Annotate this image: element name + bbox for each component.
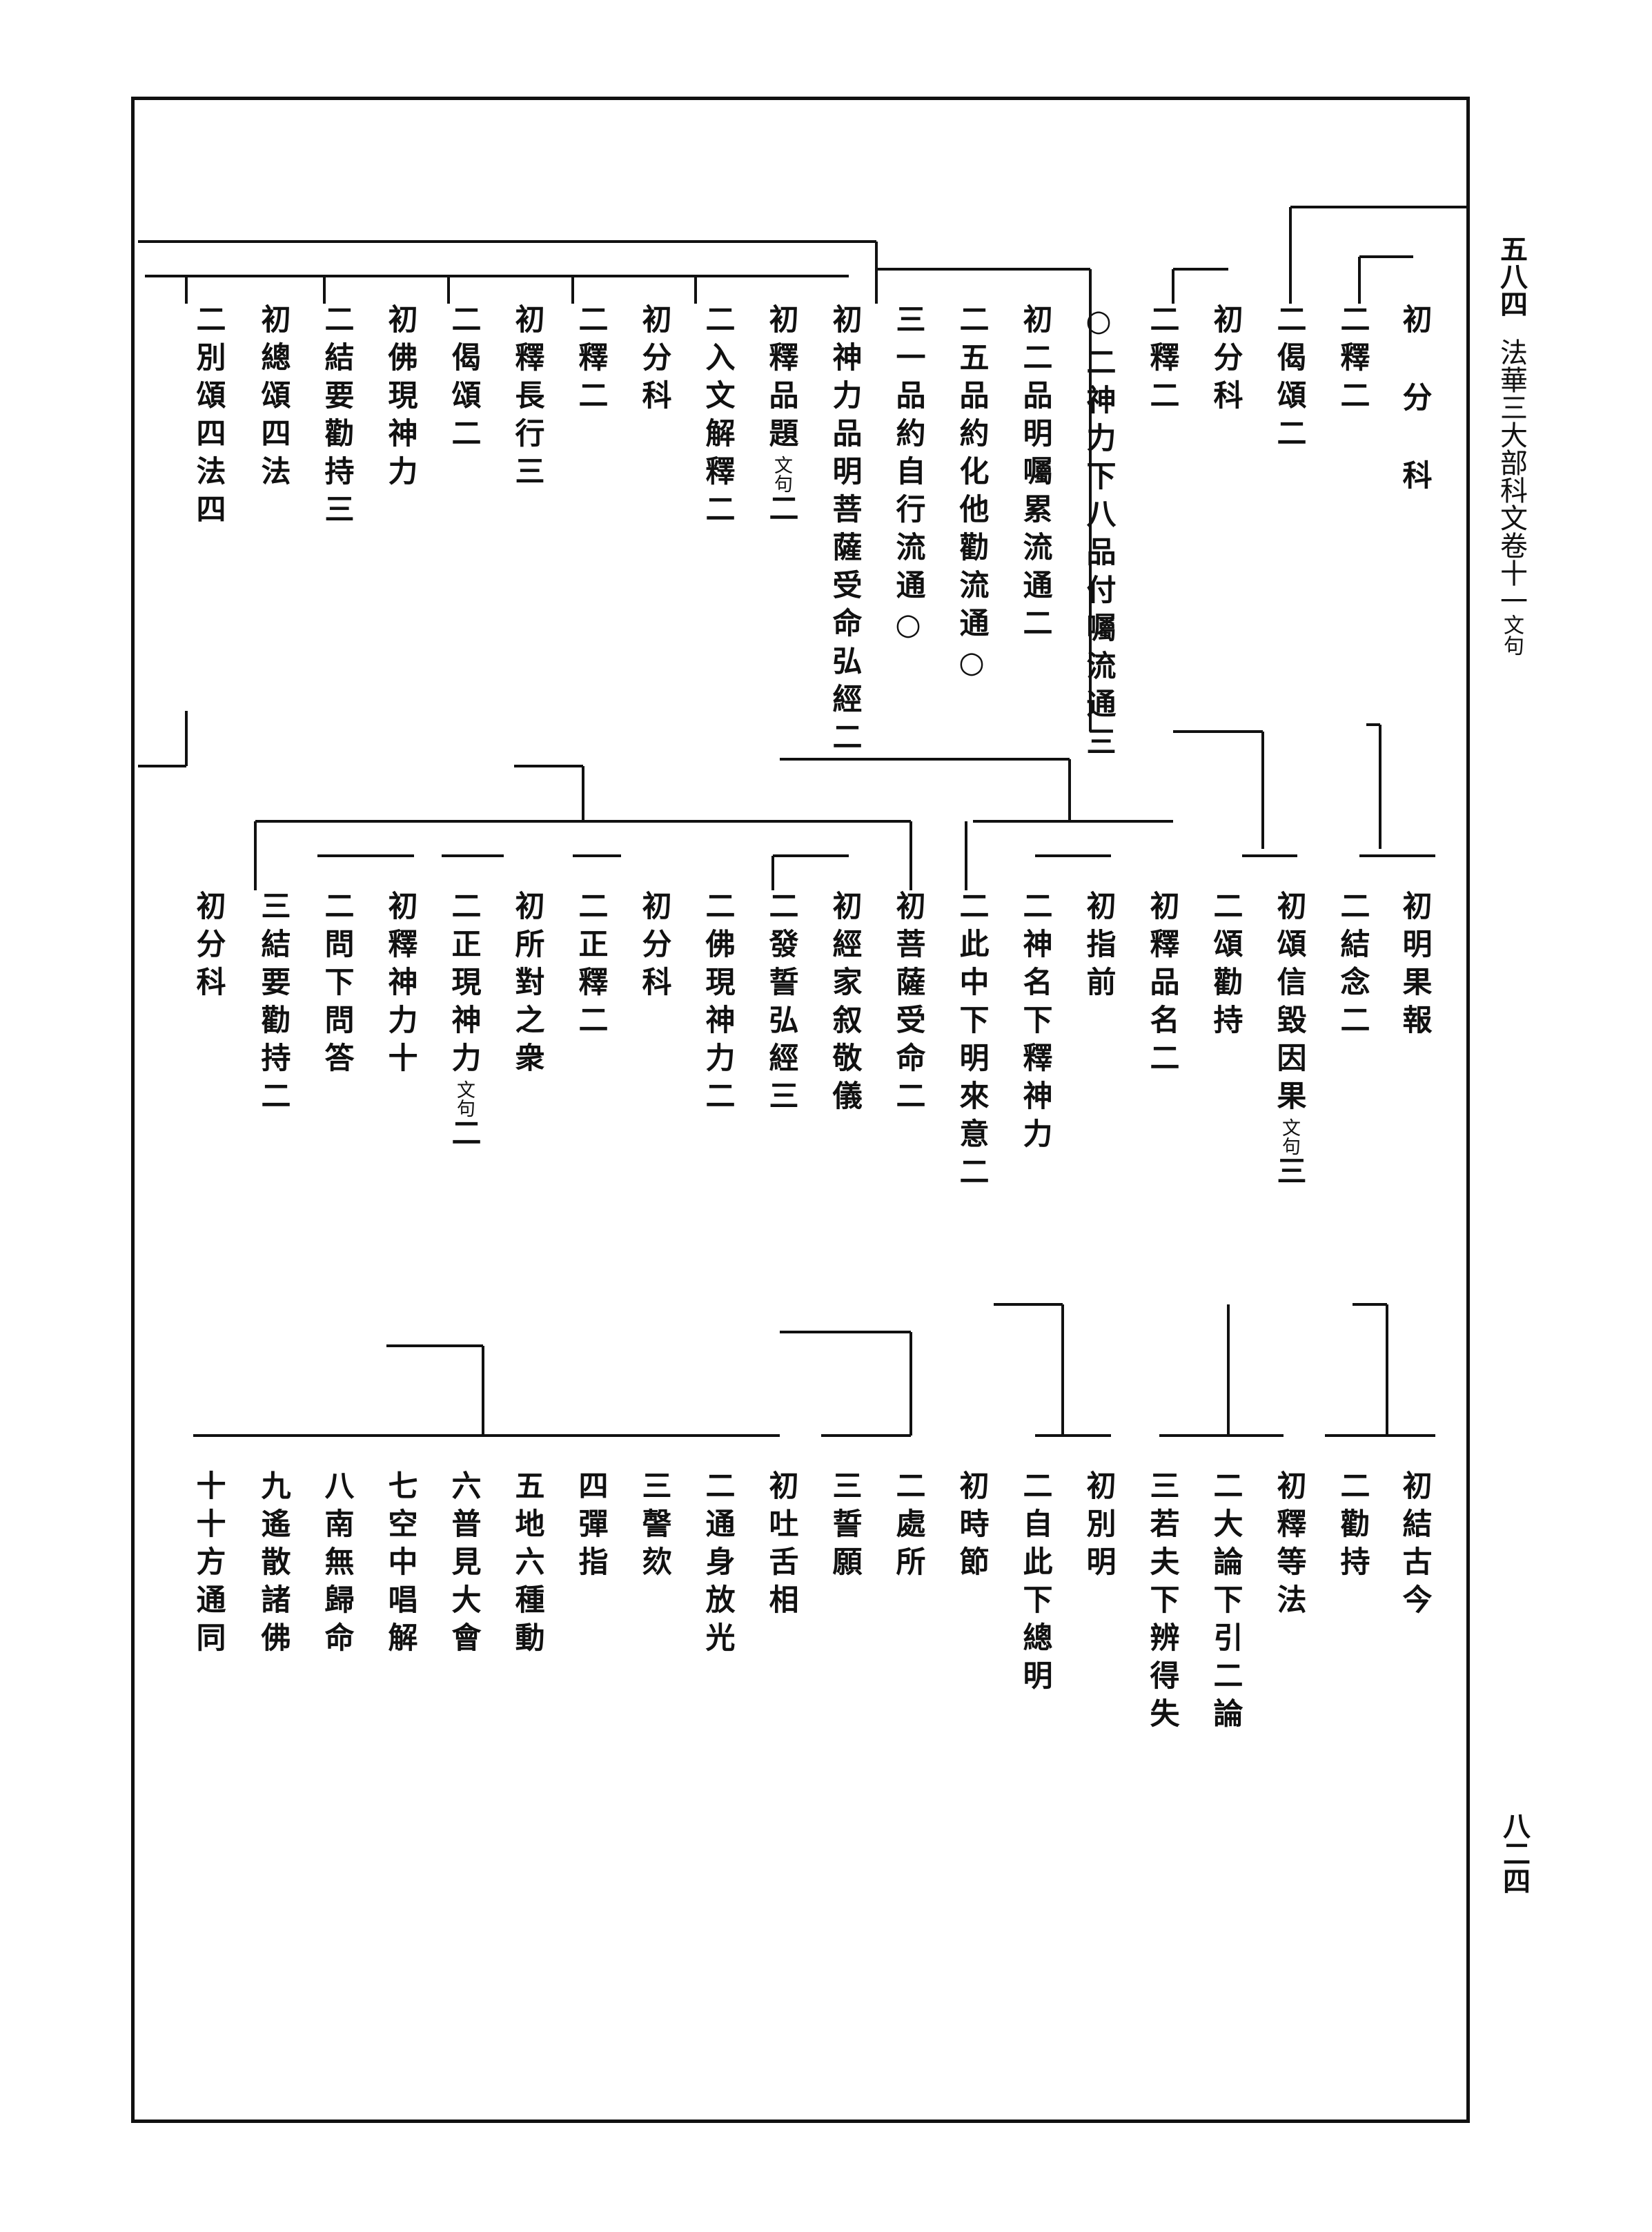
tier1-entry: 初釋長行三 — [510, 304, 544, 493]
tier3-entry: 三謦欬 — [637, 1470, 671, 1584]
tier2-entry: 二神名下釋神力 — [1018, 890, 1052, 1156]
tier1-entry: 二結要勸持三 — [319, 304, 354, 531]
tier1-entry: 初佛現神力 — [383, 304, 417, 493]
tier2-entry: 初所對之衆 — [510, 890, 544, 1080]
tier3-entry: 九遙散諸佛 — [256, 1470, 291, 1660]
tier1-entry: 二釋二 — [1335, 304, 1370, 418]
tier1-entry: 初分科 — [1208, 304, 1243, 418]
tier2-entry: 初指前 — [1081, 890, 1116, 1004]
tier3-entry: 二自此下總明 — [1018, 1470, 1052, 1698]
running-header: 五八四法華三大部科文卷十一文句 — [1491, 235, 1532, 656]
tier1-entry: 初神力品明菩薩受命弘經二 — [827, 304, 862, 759]
tier2-entry: 二正現神力文句二 — [446, 890, 481, 1155]
tier1-entry: 二五品約化他勸流通○ — [954, 304, 989, 688]
tier1-entry: 二別頌四法四 — [191, 304, 226, 531]
tier3-entry: 初別明 — [1081, 1470, 1116, 1584]
page-frame — [131, 97, 1470, 2123]
tier3-entry: 二處所 — [891, 1470, 925, 1584]
page-number: 五八四 — [1495, 235, 1528, 317]
tier2-entry: 初分科 — [637, 890, 671, 1004]
tier2-entry: 二此中下明來意二 — [954, 890, 989, 1194]
book-title: 法華三大部科文卷十一 — [1495, 338, 1527, 614]
tier3-entry: 三誓願 — [827, 1470, 862, 1584]
tier3-entry: 二勸持 — [1335, 1470, 1370, 1584]
tier1-entry: 初釋品題文句二 — [764, 304, 798, 531]
tier1-entry: ○二神力下八品付囑流通三 — [1081, 304, 1116, 764]
tier2-entry: 二正釋二 — [573, 890, 608, 1042]
tier2-entry: 初釋神力十 — [383, 890, 417, 1080]
tier3-entry: 初釋等法 — [1272, 1470, 1306, 1622]
tier3-entry: 七空中唱解 — [383, 1470, 417, 1660]
tier1-entry: 二偈頌二 — [1272, 304, 1306, 456]
tier2-entry: 二佛現神力二 — [700, 890, 735, 1118]
folio-number: 八二四 — [1498, 1812, 1531, 1895]
tier1-entry: 初分科 — [637, 304, 671, 418]
tier2-entry: 二結念二 — [1335, 890, 1370, 1042]
tier1-entry: 三一品約自行流通○ — [891, 304, 925, 650]
tier2-entry: 初分科 — [191, 890, 226, 1004]
tier1-entry: 二釋二 — [1145, 304, 1179, 418]
tier3-entry: 四彈指 — [573, 1470, 608, 1584]
tier3-entry: 初結古今 — [1397, 1470, 1432, 1622]
tier2-entry: 初明果報 — [1397, 890, 1432, 1042]
tier3-entry: 二通身放光 — [700, 1470, 735, 1660]
tier2-entry: 二發誓弘經三 — [764, 890, 798, 1118]
tier2-entry: 初頌信毀因果文句三 — [1272, 890, 1306, 1193]
tier1-entry: 初二品明囑累流通二 — [1018, 304, 1052, 645]
tier2-entry: 二問下問答 — [319, 890, 354, 1080]
tier2-entry: 初菩薩受命二 — [891, 890, 925, 1118]
tier3-entry: 八南無歸命 — [319, 1470, 354, 1660]
tier2-entry: 初經家叙敬儀 — [827, 890, 862, 1118]
tier2-entry: 初釋品名二 — [1145, 890, 1179, 1080]
tier1-entry: 初總頌四法 — [256, 304, 291, 493]
tier1-entry: 初分科 — [1397, 304, 1432, 538]
tier1-entry: 二釋二 — [573, 304, 608, 418]
tier3-entry: 三若夫下辨得失 — [1145, 1470, 1179, 1736]
header-subtitle: 文句 — [1499, 614, 1524, 656]
tier1-entry: 二入文解釋二 — [700, 304, 735, 531]
tier3-entry: 十十方通同 — [191, 1470, 226, 1660]
tier3-entry: 初吐舌相 — [764, 1470, 798, 1622]
tier2-entry: 二頌勸持 — [1208, 890, 1243, 1042]
tier3-entry: 二大論下引二論 — [1208, 1470, 1243, 1736]
tier1-entry: 二偈頌二 — [446, 304, 481, 456]
tier3-entry: 初時節 — [954, 1470, 989, 1584]
tier3-entry: 五地六種動 — [510, 1470, 544, 1660]
tier3-entry: 六普見大會 — [446, 1470, 481, 1660]
tier2-entry: 三結要勸持二 — [256, 890, 291, 1118]
